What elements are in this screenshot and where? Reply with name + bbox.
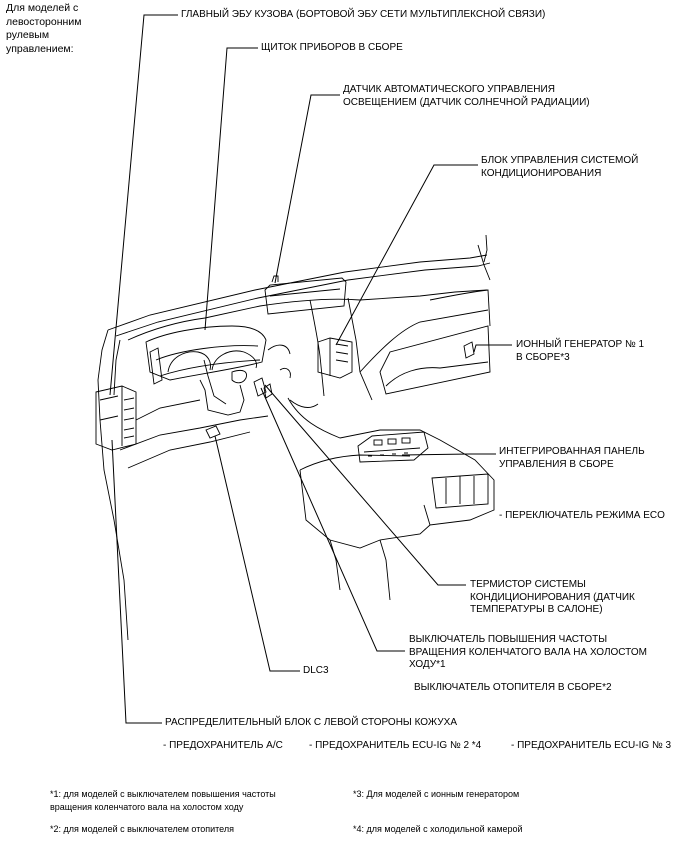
heading-line: рулевым	[6, 29, 50, 41]
leader-integration-panel	[401, 453, 496, 456]
label-dlc3: DLC3	[303, 665, 329, 676]
leader-idle-up	[260, 387, 405, 652]
label-ac-control: БЛОК УПРАВЛЕНИЯ СИСТЕМОЙ КОНДИЦИОНИРОВАН…	[481, 155, 638, 180]
label-idle-up-switch: ВЫКЛЮЧАТЕЛЬ ПОВЫШЕНИЯ ЧАСТОТЫ ВРАЩЕНИЯ К…	[409, 634, 647, 672]
label-body-ecu: ГЛАВНЫЙ ЭБУ КУЗОВА (БОРТОВОЙ ЭБУ СЕТИ МУ…	[181, 9, 546, 20]
footnote-4: *4: для моделей с холодильной камерой	[353, 824, 523, 834]
label-fuse-ecuig2: - ПРЕДОХРАНИТЕЛЬ ECU-IG № 2 *4	[309, 740, 482, 751]
label-line: ХОДУ*1	[409, 659, 446, 670]
leader-thermistor	[264, 384, 466, 586]
label-line: КОНДИЦИОНИРОВАНИЯ (ДАТЧИК	[470, 591, 635, 603]
label-line: КОНДИЦИОНИРОВАНИЯ	[481, 167, 602, 179]
footnote-line: вращения коленчатого вала на холостом хо…	[50, 802, 244, 812]
model-note-heading: Для моделей с левосторонним рулевым упра…	[6, 2, 81, 56]
label-line: ОСВЕЩЕНИЕМ (ДАТЧИК СОЛНЕЧНОЙ РАДИАЦИИ)	[343, 96, 590, 108]
label-fuse-ac: - ПРЕДОХРАНИТЕЛЬ A/C	[163, 740, 283, 751]
label-integration-panel: ИНТЕГРИРОВАННАЯ ПАНЕЛЬ УПРАВЛЕНИЯ В СБОР…	[499, 446, 645, 471]
label-line: ИНТЕГРИРОВАННАЯ ПАНЕЛЬ	[499, 446, 645, 457]
label-line: ИОННЫЙ ГЕНЕРАТОР № 1	[516, 339, 645, 350]
leader-body-ecu	[109, 14, 178, 396]
leader-light-sensor	[274, 94, 340, 284]
leader-lines	[109, 14, 512, 724]
dashboard-outline	[95, 234, 495, 641]
footnote-line: *1: для моделей с выключателем повышения…	[50, 789, 276, 799]
label-line: В СБОРЕ*3	[516, 351, 570, 363]
footnote-1: *1: для моделей с выключателем повышения…	[50, 788, 276, 814]
label-thermistor: ТЕРМИСТОР СИСТЕМЫ КОНДИЦИОНИРОВАНИЯ (ДАТ…	[470, 579, 635, 617]
label-line: ТЕМПЕРАТУРЫ В САЛОНЕ)	[470, 604, 603, 615]
heading-line: левосторонним	[6, 15, 82, 28]
leader-dlc3	[214, 435, 300, 672]
label-line: БЛОК УПРАВЛЕНИЯ СИСТЕМОЙ	[481, 155, 639, 166]
label-heater-switch: ВЫКЛЮЧАТЕЛЬ ОТОПИТЕЛЯ В СБОРЕ*2	[414, 682, 612, 693]
label-combination-meter: ЩИТОК ПРИБОРОВ В СБОРЕ	[261, 42, 403, 53]
label-light-sensor: ДАТЧИК АВТОМАТИЧЕСКОГО УПРАВЛЕНИЯ ОСВЕЩЕ…	[343, 84, 590, 109]
leader-junction-block	[111, 439, 162, 724]
label-line: ВРАЩЕНИЯ КОЛЕНЧАТОГО ВАЛА НА ХОЛОСТОМ	[409, 646, 647, 658]
label-line: ДАТЧИК АВТОМАТИЧЕСКОГО УПРАВЛЕНИЯ	[343, 84, 555, 95]
leader-ac-control	[335, 164, 478, 346]
label-line: ТЕРМИСТОР СИСТЕМЫ	[470, 579, 586, 590]
leader-combination-meter	[204, 47, 258, 331]
label-ion-generator: ИОННЫЙ ГЕНЕРАТОР № 1 В СБОРЕ*3	[516, 339, 644, 364]
label-eco-switch: - ПЕРЕКЛЮЧАТЕЛЬ РЕЖИМА ECO	[499, 510, 665, 521]
heading-line: управлением:	[6, 42, 74, 55]
label-fuse-ecuig3: - ПРЕДОХРАНИТЕЛЬ ECU-IG № 3	[511, 740, 672, 751]
label-line: ВЫКЛЮЧАТЕЛЬ ПОВЫШЕНИЯ ЧАСТОТЫ	[409, 634, 608, 645]
footnote-3: *3: Для моделей с ионным генератором	[353, 789, 520, 799]
label-junction-block: РАСПРЕДЕЛИТЕЛЬНЫЙ БЛОК С ЛЕВОЙ СТОРОНЫ К…	[165, 717, 457, 728]
footnote-2: *2: для моделей с выключателем отопителя	[50, 824, 234, 834]
leader-ion-generator	[473, 344, 512, 353]
heading-line: Для моделей с	[6, 2, 79, 14]
label-line: УПРАВЛЕНИЯ В СБОРЕ	[499, 458, 614, 470]
